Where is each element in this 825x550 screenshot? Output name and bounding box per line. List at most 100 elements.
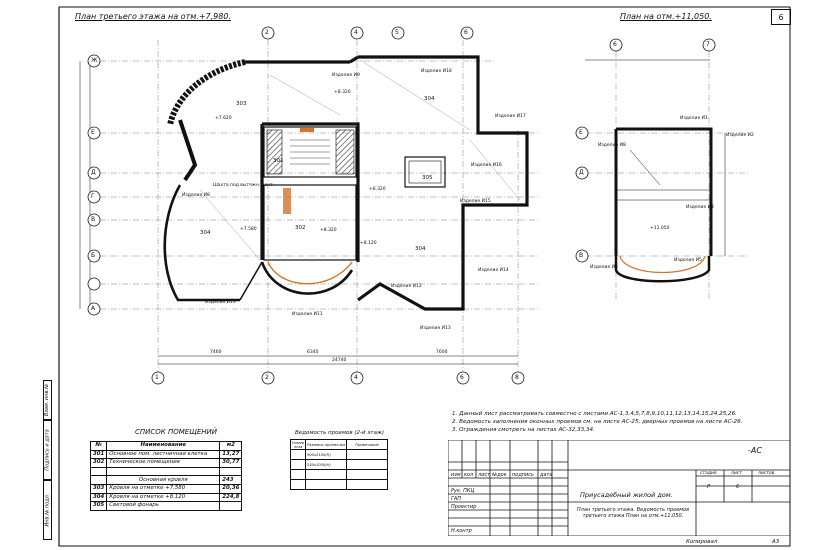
product-right-i1: Изделие И1 [680,116,708,121]
axis-right-col-7: 7 [706,41,710,48]
product-right-i8: Изделие И8 [598,143,626,148]
room-list-caption: СПИСОК ПОМЕЩЕНИЙ [135,428,218,436]
room-302: 302 [295,225,306,231]
openings-cell: 900х2100(Н) [305,449,348,460]
product-i13: Изделие И13 [420,326,451,331]
axis-row-e: Е [91,129,95,136]
page-number-box: 6 [771,9,791,25]
product-i11: Изделие И11 [292,312,323,317]
plan-title-left: План третьего этажа на отм.+7,980. [75,12,231,21]
product-i14: Изделие И14 [478,268,509,273]
openings-cell [305,479,348,490]
room-list-cell: 13,27 [219,449,243,460]
note-2: 2. Ведомость заполнения оконных проемов … [452,419,743,425]
plan-walls-right [614,127,713,256]
room-304-c: 304 [415,246,426,252]
product-i16: Изделие И16 [471,163,502,168]
room-list-cell: 301 [89,449,108,460]
level-mark-6: +8.120 [360,241,377,246]
dim-1: 7460 [210,350,222,355]
openings-cell [289,449,307,460]
grid-lines-left [100,40,540,372]
room-list-row [89,466,243,477]
openings-head-size: Размеры проема мм [305,439,348,450]
title-block: -АС изм кол лист №док подпись дата Рук. … [448,440,790,536]
room-301: 301 [273,158,284,164]
room-304-a: 304 [424,96,435,102]
room-304-b: 304 [200,230,211,236]
stamp-sheets-head: листов [758,471,775,476]
vstamp-cell-2: Подпись и дата [43,420,52,480]
openings-row [289,479,389,490]
axis-right-row-v: В [579,252,584,259]
stamp-stage-head: стадия [700,471,717,476]
axis-col-4: 4 [354,374,358,381]
format-label: А3 [772,539,780,545]
stamp-project: Приусадебный жилой дом. [580,491,673,499]
openings-head-note: Примечание [346,439,389,450]
room-list-cell: 305 [89,501,108,511]
vstamp-cell-3: Инв.№ подл. [43,480,52,540]
axis-col-8: 8 [515,374,519,381]
axis-right-row-e: Е [579,129,583,136]
axis-right-col-6: 6 [613,41,617,48]
hatch-note: Шахта под вытяжн. вент. [213,183,275,188]
level-mark-3: +8.320 [369,187,386,192]
room-305: 305 [422,175,433,181]
stamp-code: -АС [748,446,762,455]
openings-caption: Ведомость проемов (2-й этаж) [295,430,385,436]
dim-2: 6340 [307,350,319,355]
room-list-cell: 20,36 [219,483,243,494]
product-i8: Изделие И8 [182,193,210,198]
openings-cell [346,459,389,470]
vertical-stamp: Взам. инв.№ Подпись и дата Инв.№ подл. [43,380,52,540]
room-list-cell [89,475,108,485]
room-list-cell [106,466,221,477]
room-list-head-num: № [89,441,108,451]
room-list-cell: 304 [89,492,108,503]
room-list-cell: 243 [219,475,243,485]
room-list-cell: 302 [89,458,108,468]
stamp-col-sign: подпись [512,472,534,478]
room-list-cell: 303 [89,483,108,494]
stamp-col-kol: кол [464,472,474,478]
room-list-cell: Основное пом. лестничная клетка [106,449,221,460]
stamp-role-5: Н.контр [451,528,472,534]
product-i15: Изделие И15 [460,199,491,204]
room-list-head-name: Наименование [106,441,221,451]
openings-cell [289,469,307,480]
stamp-role-1: Рук. ПКЦ [451,488,475,494]
title-block-lines [448,440,790,536]
openings-cell: 550х1050(Н) [305,459,348,470]
axis-col-6: 6 [460,374,464,381]
room-list-cell: 30,77 [219,458,243,468]
openings-head-pos: Номер поза [289,439,307,450]
room-list-cell [219,501,243,511]
openings-cell [289,479,307,490]
openings-table: Номер поза Размеры проема мм Примечание … [289,439,389,490]
room-list-cell: Техническое помещение [106,458,221,468]
room-list-cell: 224,8 [219,492,243,503]
openings-row [289,469,389,480]
vstamp-cell-1: Взам. инв.№ [43,380,52,420]
note-1: 1. Данный лист рассматривать совместно с… [452,411,737,417]
room-list-cell [219,466,243,477]
copied-label: Копировал [686,539,718,545]
axis-col-5-top: 5 [395,29,399,36]
stamp-stage: Р [707,484,711,490]
product-i12: Изделие И12 [391,284,422,289]
room-list-head-area: м2 [219,441,243,451]
axis-col-4-top: 4 [354,29,358,36]
stamp-role-3: Проектир [451,504,477,510]
room-list-cell: Основная кровля [106,475,221,485]
axis-col-1: 1 [155,374,159,381]
dimension-lines [79,59,726,365]
note-3: 3. Ограждения смотреть на листах АС-32,3… [452,427,595,433]
axis-row-d: Д [91,169,96,176]
axis-row-zh: Ж [91,57,98,64]
